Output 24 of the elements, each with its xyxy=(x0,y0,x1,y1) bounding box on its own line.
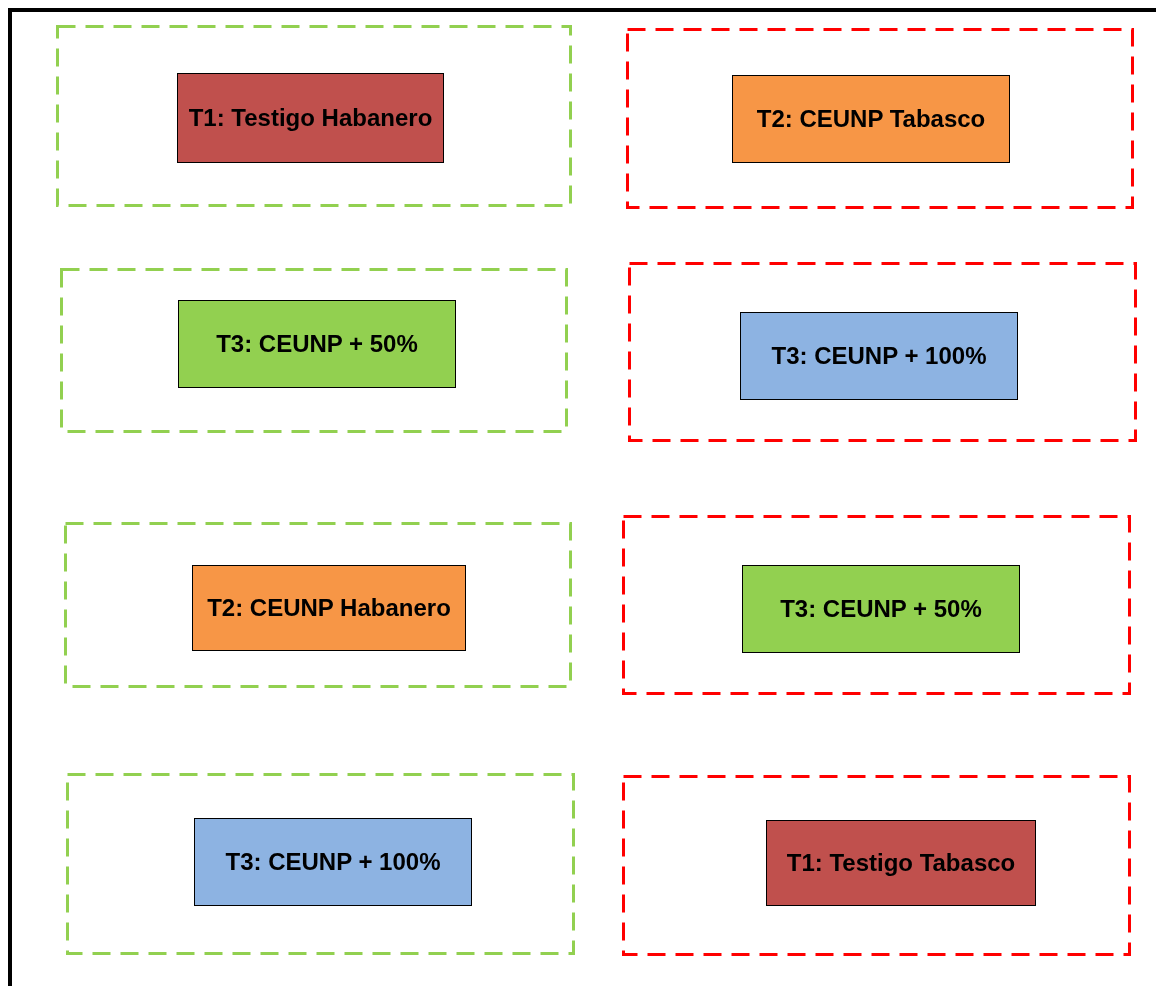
dashed-group-box xyxy=(622,515,1131,695)
treatment-label: T2: CEUNP Tabasco xyxy=(755,104,987,134)
treatment-box xyxy=(177,73,444,163)
treatment-box xyxy=(178,300,456,388)
treatment-label: T3: CEUNP + 100% xyxy=(770,341,988,371)
dashed-group-box xyxy=(622,775,1131,956)
treatment-box xyxy=(732,75,1010,163)
treatment-box xyxy=(192,565,466,651)
dashed-group-box xyxy=(66,773,575,955)
dashed-group-box xyxy=(628,262,1137,442)
treatment-label: T3: CEUNP + 100% xyxy=(224,847,442,877)
treatment-box xyxy=(740,312,1018,400)
treatment-label: T3: CEUNP + 50% xyxy=(215,329,419,359)
treatment-box xyxy=(194,818,472,906)
treatment-label: T1: Testigo Habanero xyxy=(187,103,434,133)
dashed-group-box xyxy=(64,522,572,688)
treatment-label: T3: CEUNP + 50% xyxy=(779,594,983,624)
dashed-group-box xyxy=(60,268,568,433)
dashed-group-box xyxy=(626,28,1134,209)
treatment-box xyxy=(742,565,1020,653)
treatment-box xyxy=(766,820,1036,906)
dashed-group-box xyxy=(56,25,572,207)
treatment-label: T2: CEUNP Habanero xyxy=(206,593,452,623)
treatment-label: T1: Testigo Tabasco xyxy=(785,848,1017,878)
